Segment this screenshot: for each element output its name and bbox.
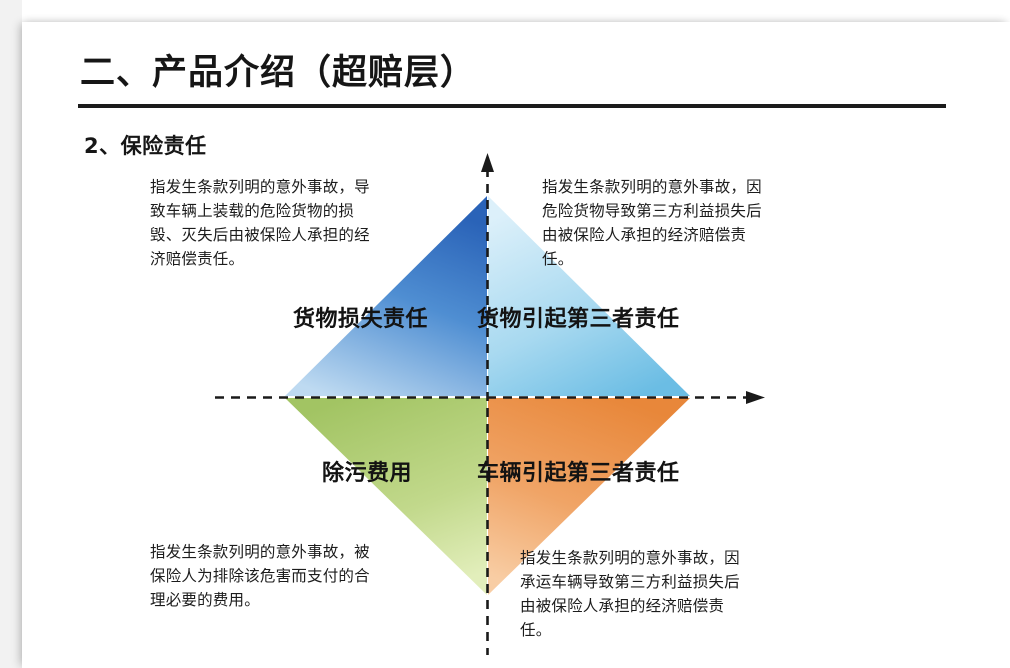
quadrant-label-bottom-left: 除污费用 xyxy=(322,461,413,486)
four-quadrant-diagram: 货物损失责任 货物引起第三者责任 除污费用 车辆引起第三者责任 指发生条款列明的… xyxy=(22,22,1010,668)
title-divider xyxy=(78,104,946,108)
quadrant-description-bottom-left: 指发生条款列明的意外事故，被保险人为排除该危害而支付的合理必要的费用。 xyxy=(150,543,370,609)
page-background-gutter xyxy=(0,0,22,668)
quadrant-description-top-left: 指发生条款列明的意外事故，导致车辆上装载的危险货物的损毁、灭失后由被保险人承担的… xyxy=(150,178,370,268)
quadrant-description-bottom-right: 指发生条款列明的意外事故，因承运车辆导致第三方利益损失后由被保险人承担的经济赔偿… xyxy=(520,549,740,639)
quadrant-description-top-right: 指发生条款列明的意外事故，因危险货物导致第三方利益损失后由被保险人承担的经济赔偿… xyxy=(542,178,762,268)
slide-canvas: 二、产品介绍（超赔层） 2、保险责任 xyxy=(22,22,1010,668)
section-subtitle: 2、保险责任 xyxy=(84,134,207,158)
quadrant-label-top-right: 货物引起第三者责任 xyxy=(477,307,680,332)
page-title: 二、产品介绍（超赔层） xyxy=(80,53,477,93)
quadrant-top-left[interactable] xyxy=(285,196,487,396)
quadrant-label-top-left: 货物损失责任 xyxy=(293,307,429,332)
quadrant-bottom-right[interactable] xyxy=(488,398,690,595)
quadrant-top-right[interactable] xyxy=(488,196,690,396)
diamond-quadrants xyxy=(285,196,690,595)
up-arrow-icon xyxy=(481,153,494,172)
right-arrow-icon xyxy=(746,391,765,404)
quadrant-label-bottom-right: 车辆引起第三者责任 xyxy=(477,461,680,486)
quadrant-bottom-left[interactable] xyxy=(285,398,487,595)
diagram-axes xyxy=(215,153,765,655)
